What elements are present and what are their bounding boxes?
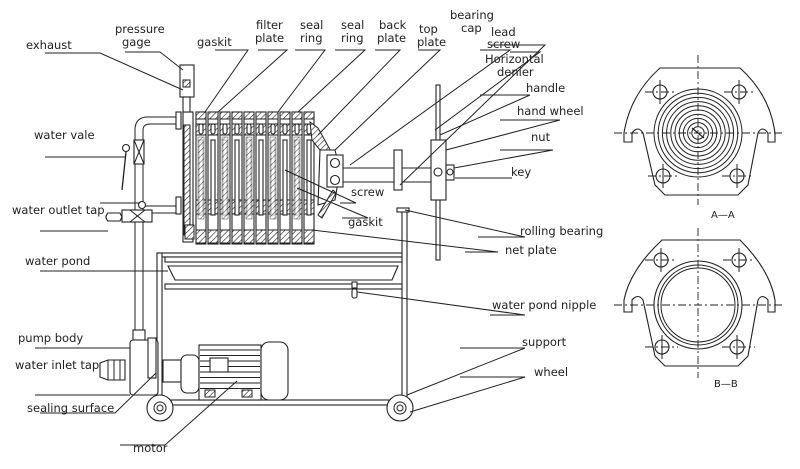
piping	[134, 64, 195, 340]
filter-plate	[231, 111, 243, 245]
water-pond-nipple	[351, 281, 358, 299]
label-seal-ring-b-2: ring	[341, 31, 364, 45]
label-support: support	[522, 335, 567, 349]
filter-plate	[243, 111, 255, 245]
label-filter-plate-2: plate	[255, 31, 284, 45]
filter-plate	[279, 111, 291, 245]
filter-plate	[303, 111, 315, 245]
label-bearing-cap-2: cap	[461, 21, 482, 35]
water-outlet-tap	[100, 200, 153, 223]
label-water-outlet-tap: water outlet tap	[12, 203, 105, 217]
label-wheel: wheel	[534, 365, 568, 379]
section-b-label: B—B	[714, 379, 738, 390]
label-water-inlet-tap: water inlet tap	[15, 358, 99, 372]
section-b-b: B—B	[614, 228, 783, 390]
label-water-pond-nipple: water pond nipple	[492, 298, 596, 312]
section-a-a: A—A	[614, 55, 783, 221]
label-gaskit-mid: gaskit	[348, 215, 383, 229]
label-seal-ring-a-2: ring	[300, 31, 323, 45]
label-seal-ring-a-1: seal	[300, 18, 323, 32]
label-pressure-gage-2: gage	[122, 35, 151, 49]
filter-plate	[195, 111, 207, 245]
label-gaskit-top: gaskit	[197, 35, 232, 49]
pump-body	[99, 329, 159, 396]
label-top-plate-1: top	[419, 22, 438, 36]
water-valve	[121, 139, 145, 191]
label-exhaust: exhaust	[26, 38, 72, 52]
support-frame	[156, 207, 410, 406]
label-horizontal-denier-1: Horizontal	[485, 52, 544, 66]
rolling-bearing	[393, 149, 403, 191]
label-net-plate: net plate	[505, 243, 557, 257]
filter-plate	[255, 111, 267, 245]
lead-screw	[343, 167, 435, 183]
water-pond	[167, 265, 399, 281]
label-key: key	[511, 165, 531, 179]
label-screw: screw	[351, 185, 384, 199]
label-bearing-cap-1: bearing	[450, 8, 494, 22]
wheel-right	[386, 394, 414, 422]
label-hand-wheel: hand wheel	[517, 104, 584, 118]
filter-plate	[219, 111, 231, 245]
wheel-left	[146, 394, 174, 422]
label-motor: motor	[133, 441, 168, 455]
filter-plate	[207, 111, 219, 245]
label-nut: nut	[531, 130, 551, 144]
label-seal-ring-b-1: seal	[341, 18, 364, 32]
label-rolling-bearing: rolling bearing	[520, 224, 603, 238]
filter-plate-stack	[182, 111, 344, 245]
filter-plate	[291, 111, 303, 245]
part-labels: exhaust pressure gage gaskit filter plat…	[12, 8, 603, 455]
label-water-pond: water pond	[25, 254, 90, 268]
label-lead-screw-1: lead	[491, 25, 516, 39]
label-top-plate-2: plate	[417, 35, 446, 49]
label-back-plate-1: back	[379, 18, 407, 32]
motor	[162, 341, 289, 401]
section-a-label: A—A	[711, 210, 735, 221]
label-pressure-gage-1: pressure	[115, 22, 165, 36]
label-horizontal-denier-2: denier	[497, 65, 534, 79]
label-back-plate-2: plate	[377, 31, 406, 45]
label-filter-plate-1: filter	[256, 18, 283, 32]
label-water-vale: water vale	[34, 128, 95, 142]
label-pump-body: pump body	[18, 331, 83, 345]
filter-plate	[267, 111, 279, 245]
label-sealing-surface: sealing surface	[27, 401, 114, 415]
label-handle: handle	[526, 81, 565, 95]
nut	[445, 164, 455, 181]
leader-lines	[35, 44, 561, 446]
label-lead-screw-2: screw	[487, 37, 520, 51]
